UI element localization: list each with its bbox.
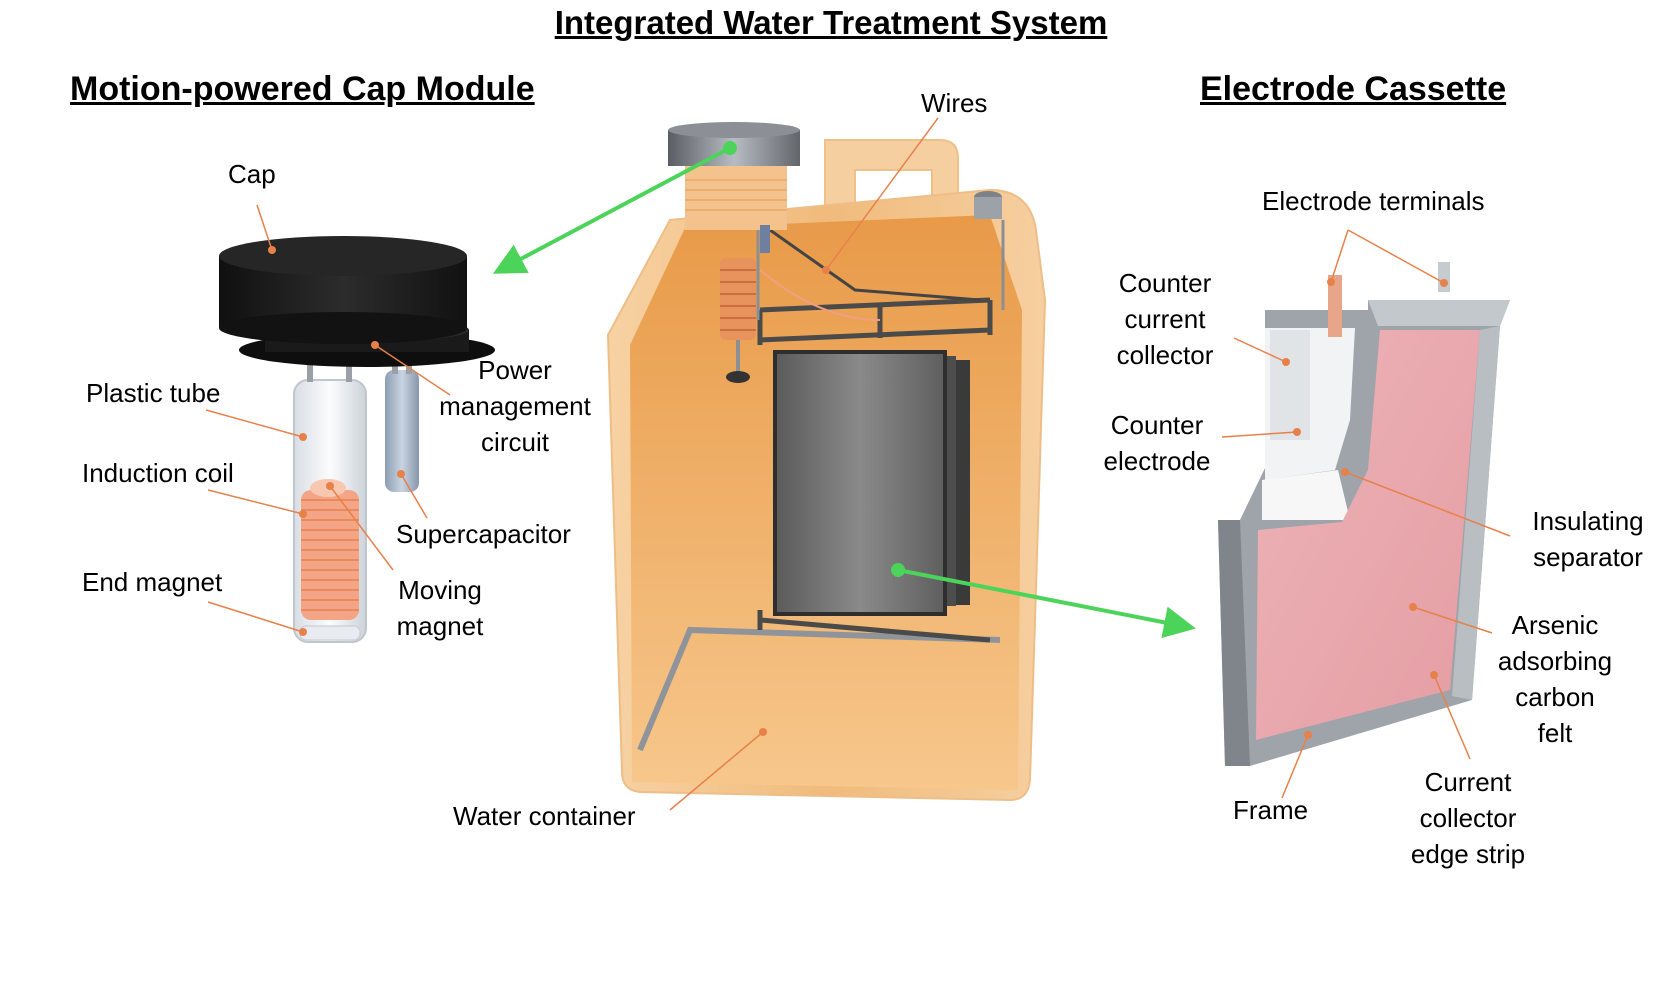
electrode-cassette-title: Electrode Cassette [1200,70,1507,108]
end-magnet-shape [299,625,361,641]
container-neck [685,160,787,230]
leader-dots [268,246,1448,739]
supercapacitor-shape [385,370,419,492]
arrow-to-electrode-cassette [897,568,1196,639]
label-induction-coil: Induction coil [82,458,234,488]
wire-dark [769,228,981,302]
leader-lines [205,117,1511,811]
label-counter-electrode: Counter electrode [1103,410,1211,476]
green-arrows [492,141,1196,639]
main-title: Integrated Water Treatment System [554,4,1108,41]
label-arsenic-adsorbing-carbon-felt: Arsenic adsorbing carbon felt [1497,610,1613,748]
label-electrode-terminals: Electrode terminals [1262,186,1485,216]
terminal-right [1438,262,1450,292]
label-insulating-separator: Insulating separator [1532,506,1644,572]
cap-module-illustration [219,236,495,643]
container-floor-edge [637,626,1001,752]
electrode-rack-top [757,297,993,345]
carbon-felt-shape [1256,330,1480,740]
label-water-container: Water container [453,801,636,831]
label-counter-current-collector: Counter current collector [1116,268,1214,370]
wire-pink [759,269,881,321]
label-cap: Cap [228,159,276,189]
label-plastic-tube: Plastic tube [86,378,221,408]
current-collector-strip-shape [1452,326,1500,700]
electrode-rack-bottom [757,610,991,643]
label-moving-magnet: Moving magnet [396,575,484,641]
label-frame: Frame [1233,795,1309,825]
counter-current-collector-shape [1270,330,1310,440]
label-current-collector-edge-strip: Current collector edge strip [1410,767,1526,869]
label-power-management-circuit: Power management circuit [439,355,591,457]
container-handle [824,139,959,226]
arrow-to-cap-module [492,146,731,274]
water-container-illustration [606,122,1047,802]
electrode-plate-front [773,350,947,616]
cap-module-title: Motion-powered Cap Module [70,70,535,108]
label-wires: Wires [921,88,988,118]
electrode-cassette-illustration [1218,262,1510,766]
induction-coil-shape [301,490,359,620]
label-supercapacitor: Supercapacitor [396,519,571,549]
label-end-magnet: End magnet [82,567,223,597]
coil-windings [301,499,359,611]
container-coil [720,258,756,340]
insulating-separator-shape [1262,470,1350,520]
terminal-left [1328,275,1342,337]
